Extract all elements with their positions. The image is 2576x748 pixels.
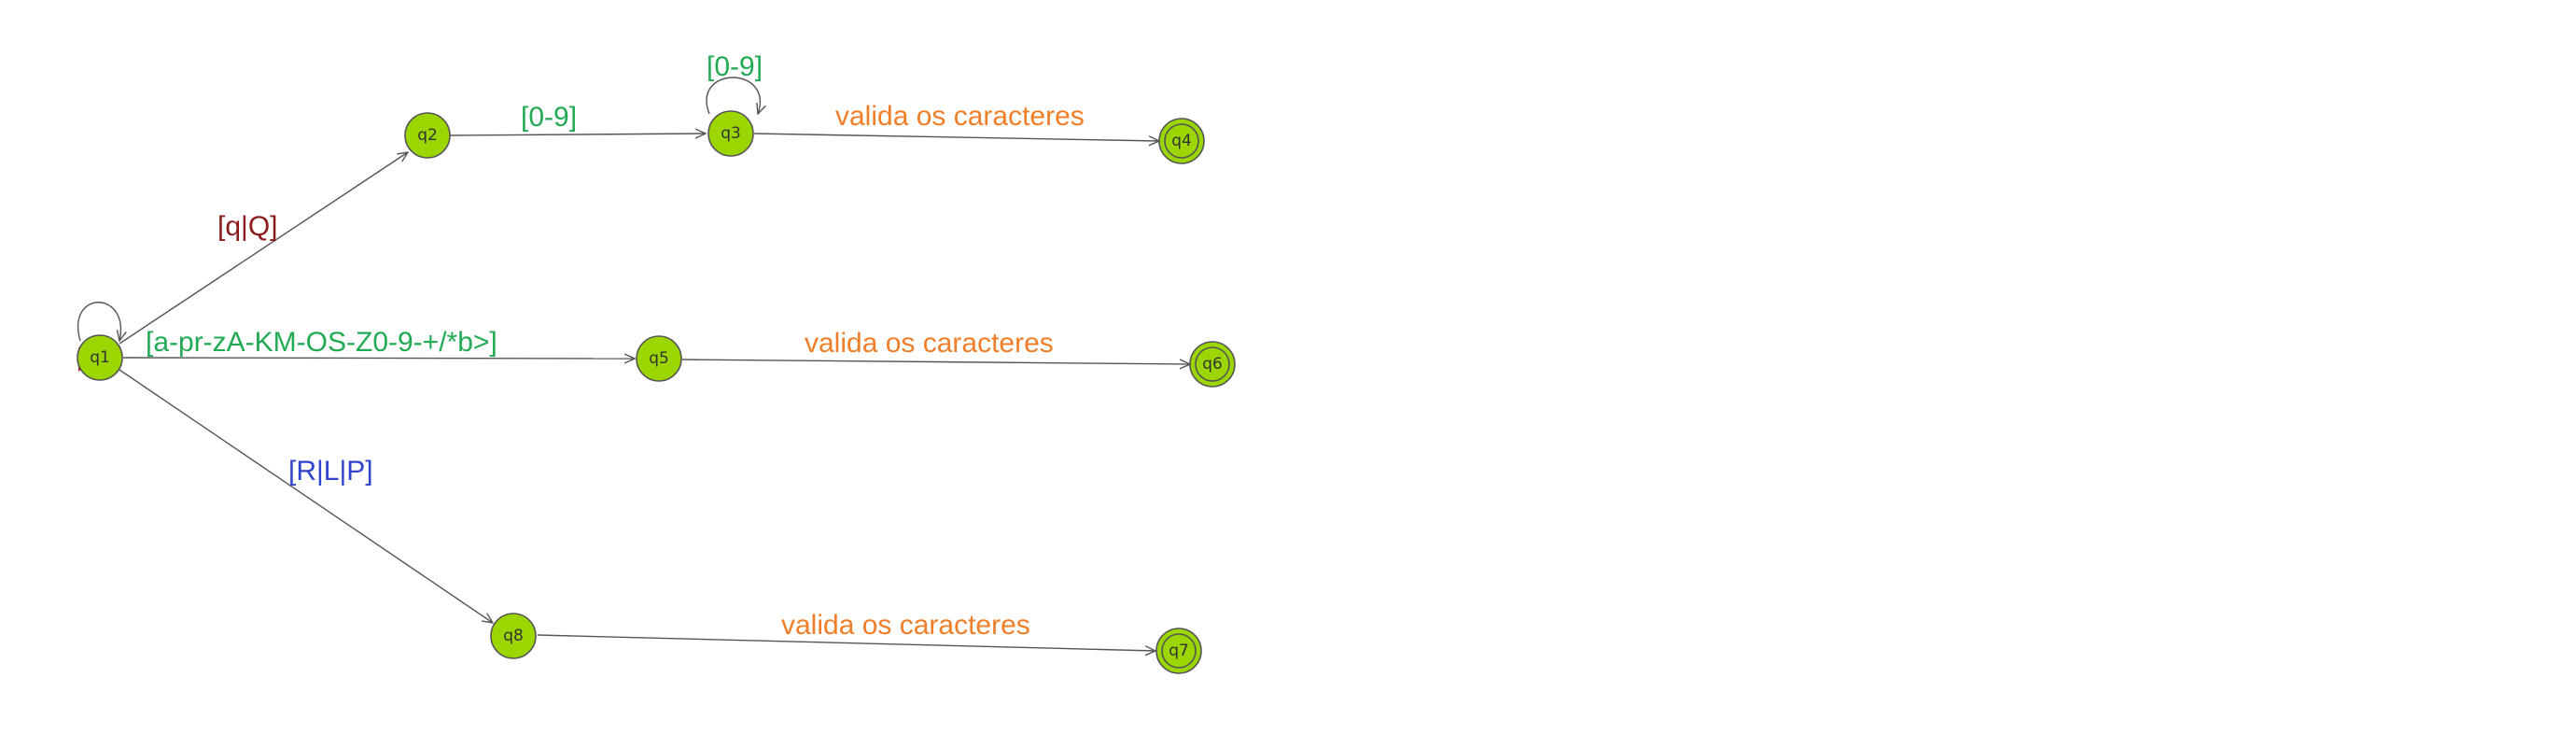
label-q1-q5: [a-pr-zA-KM-OS-Z0-9-+/*b>] [146, 327, 497, 358]
transitions [77, 77, 1190, 651]
state-label: q8 [503, 627, 524, 645]
transition-q2-q3 [449, 134, 706, 135]
transition-q1-q8 [119, 369, 493, 623]
label-q1-q8: [R|L|P] [288, 456, 373, 487]
transition-q3-q4 [753, 133, 1159, 141]
state-label: q6 [1202, 355, 1223, 374]
label-q3-q4: valida os caracteres [835, 101, 1085, 132]
state-label: q7 [1169, 642, 1189, 660]
state-q7[interactable]: q7 [1155, 628, 1202, 674]
label-q1-q2: [q|Q] [217, 211, 277, 242]
transition-q3-q3-loop [706, 77, 760, 114]
state-label: q3 [721, 124, 741, 143]
label-q8-q7: valida os caracteres [781, 610, 1030, 641]
state-q4[interactable]: q4 [1158, 118, 1205, 164]
state-q6[interactable]: q6 [1189, 341, 1236, 388]
state-q5[interactable]: q5 [636, 335, 682, 382]
state-q1[interactable]: q1 [77, 334, 123, 381]
transition-q5-q6 [681, 360, 1190, 364]
label-q5-q6: valida os caracteres [805, 328, 1054, 359]
transition-q8-q7 [537, 634, 1155, 651]
transition-labels: [q|Q] [0-9] [0-9] valida os caracteres [… [146, 51, 1085, 641]
transition-q1-q1-loop [77, 302, 121, 341]
state-q3[interactable]: q3 [707, 110, 754, 157]
transition-q1-q5 [122, 358, 635, 359]
state-label: q5 [649, 349, 669, 368]
states: q1 q2 q3 q4 q5 q6 q7 [77, 110, 1236, 674]
transition-q1-q2 [119, 152, 408, 345]
label-q2-q3: [0-9] [521, 102, 577, 133]
state-label: q2 [417, 126, 438, 145]
label-q3-q3: [0-9] [707, 51, 763, 82]
state-q8[interactable]: q8 [490, 613, 537, 659]
state-label: q4 [1171, 132, 1192, 150]
state-q2[interactable]: q2 [404, 112, 451, 159]
state-label: q1 [90, 348, 110, 367]
